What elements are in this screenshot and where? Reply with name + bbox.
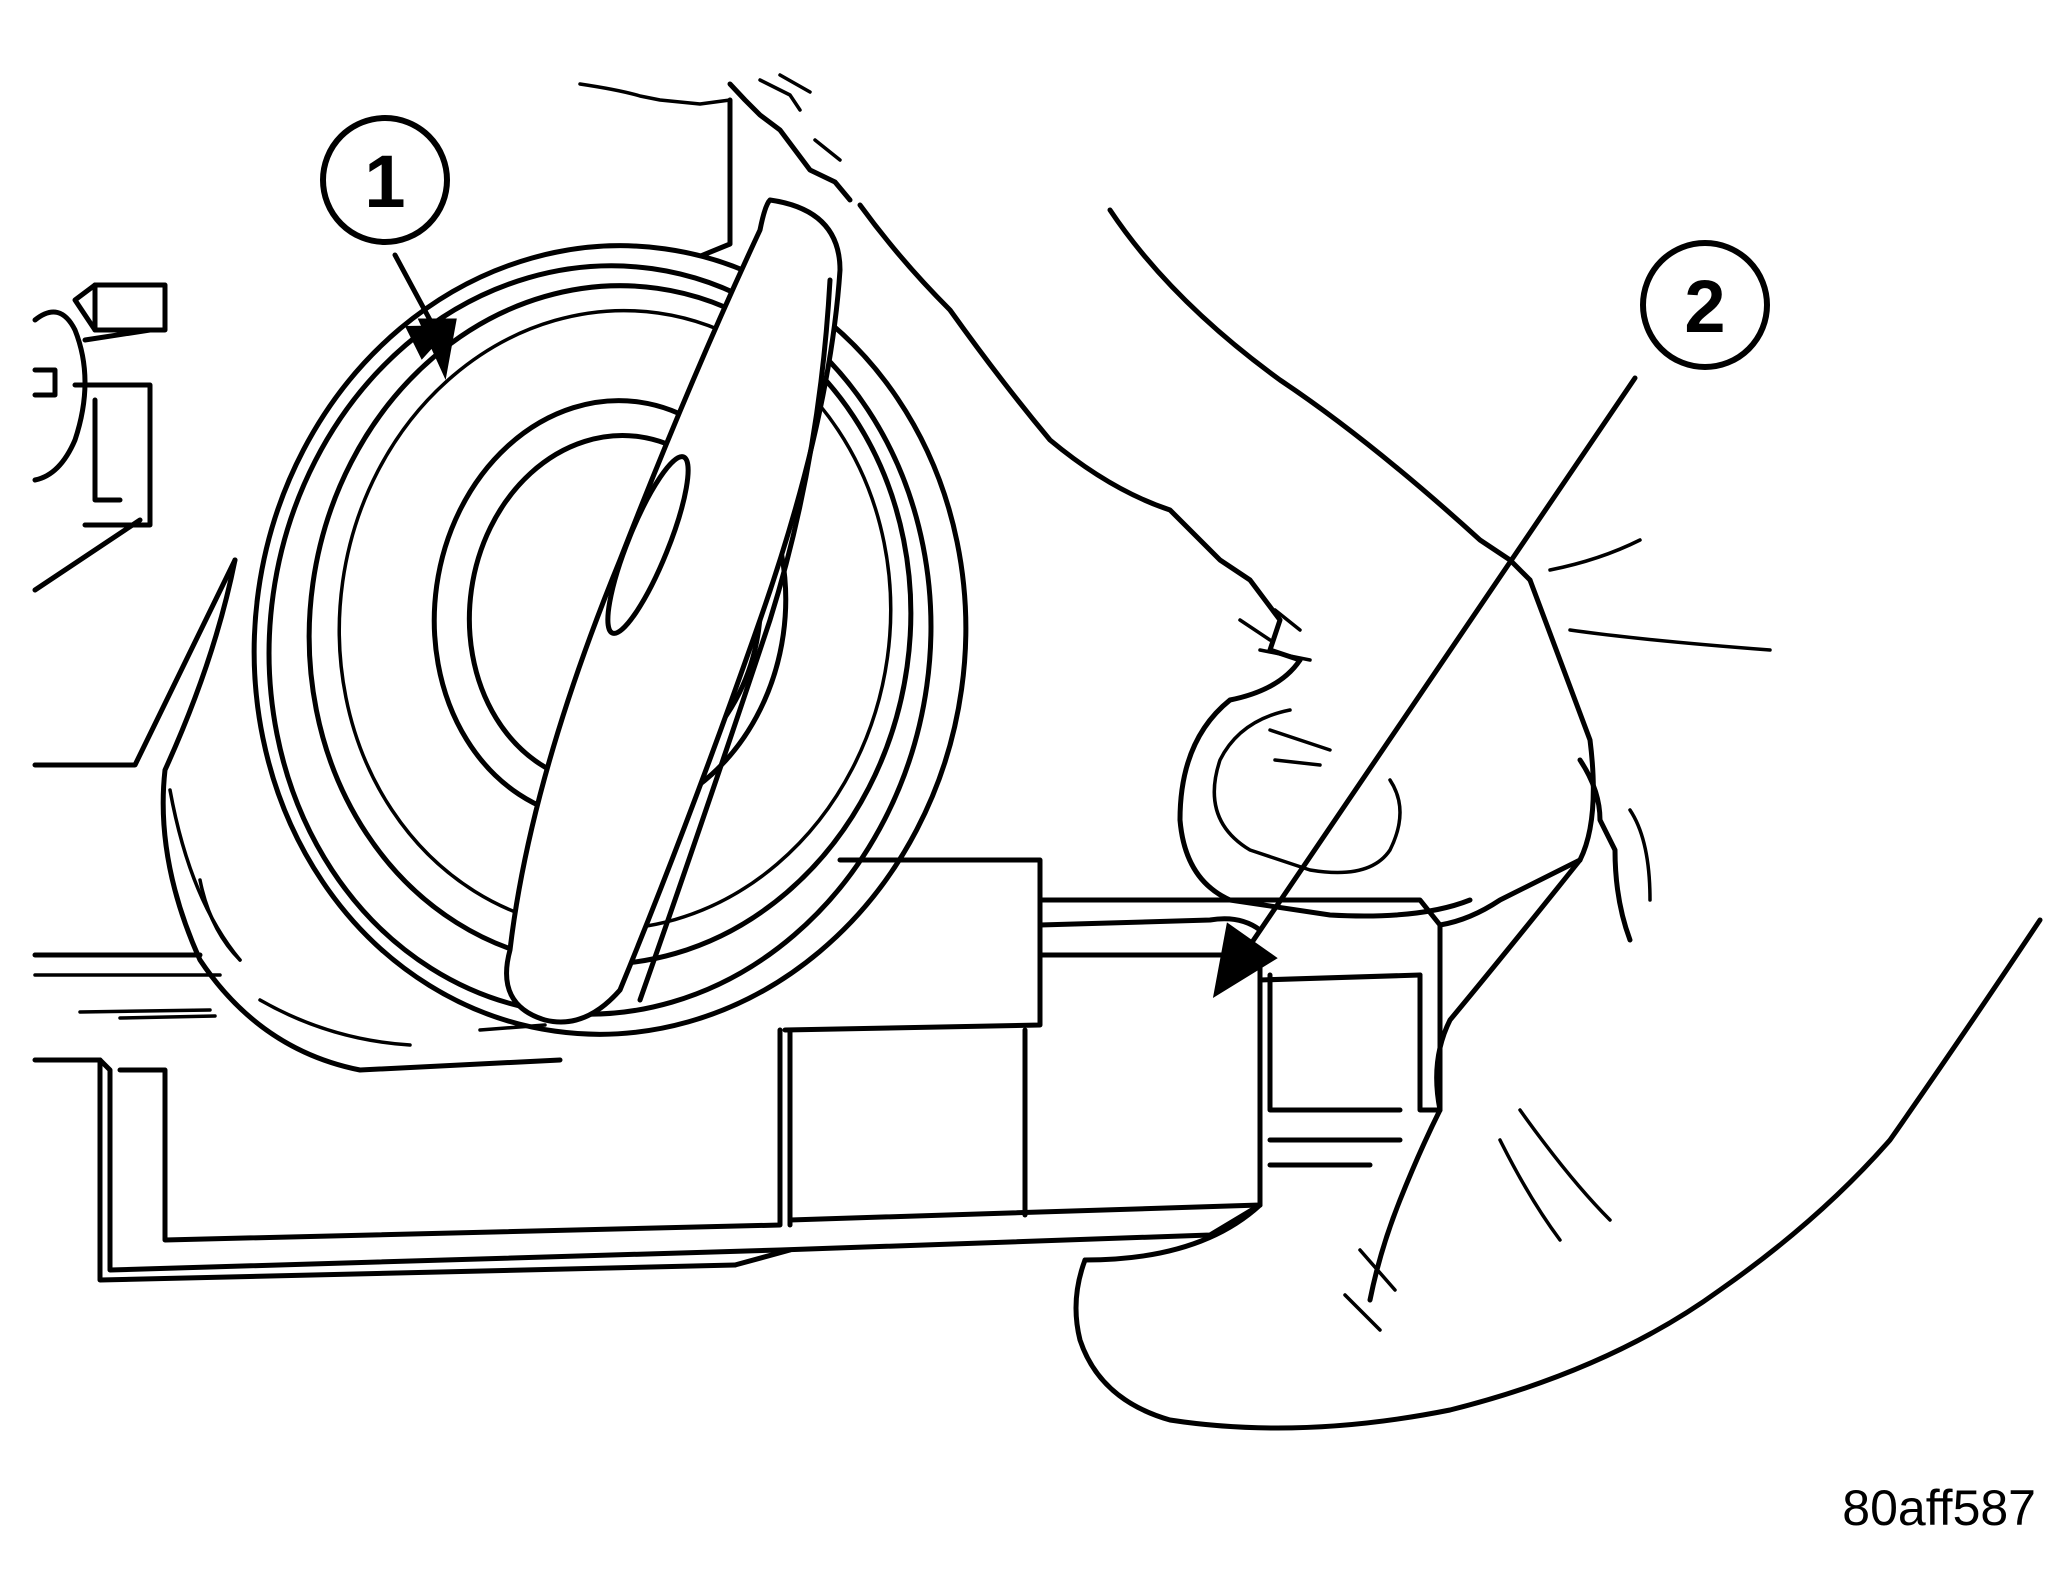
callout-1: 1 <box>320 115 450 245</box>
arrow-2 <box>1212 375 1638 999</box>
switch-housing <box>32 857 1443 1283</box>
left-bracket <box>32 282 168 593</box>
figure-code: 80aff587 <box>1842 1480 2036 1536</box>
callout-1-label: 1 <box>364 140 405 223</box>
arrow-1 <box>392 252 457 380</box>
ignition-key <box>504 197 843 1025</box>
callout-2-label: 2 <box>1684 265 1725 348</box>
hand <box>857 202 2043 1431</box>
callout-2: 2 <box>1640 240 1770 370</box>
